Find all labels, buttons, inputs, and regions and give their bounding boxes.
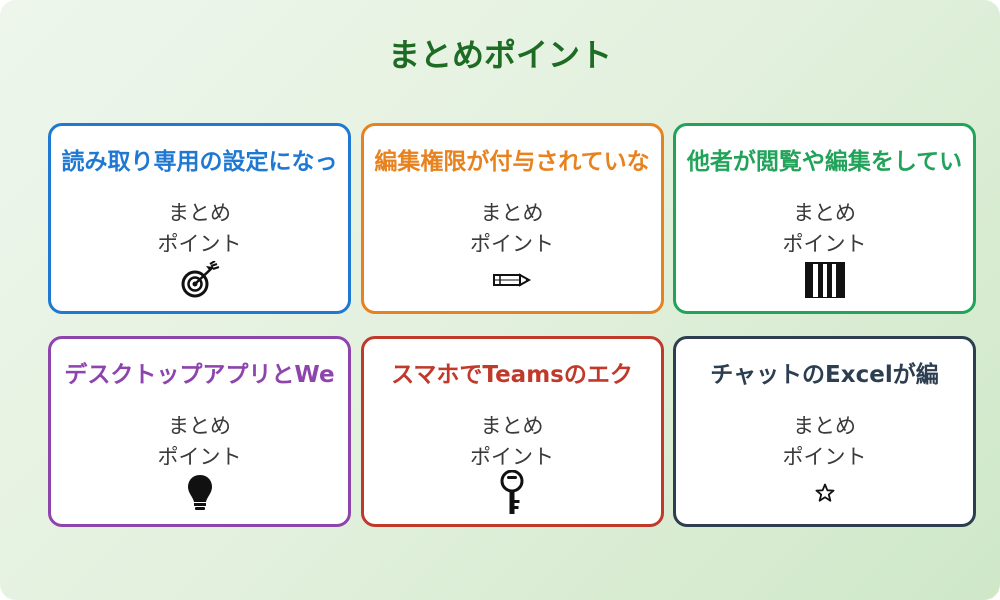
card-label-line2: ポイント	[470, 445, 554, 469]
pencil-icon	[364, 260, 661, 300]
summary-card-teams-mobile[interactable]: スマホでTeamsのエク まとめ ポイント	[360, 336, 664, 527]
card-label-line1: まとめ	[793, 201, 856, 225]
lightbulb-icon	[51, 473, 348, 513]
card-label: まとめ ポイント	[364, 198, 661, 260]
card-label: まとめ ポイント	[676, 198, 973, 260]
card-label-line2: ポイント	[470, 232, 554, 256]
star-icon	[676, 473, 973, 513]
page-title: まとめポイント	[387, 36, 612, 74]
summary-card-read-only[interactable]: 読み取り専用の設定になっ まとめ ポイント	[48, 123, 351, 314]
card-title: スマホでTeamsのエク	[391, 362, 633, 388]
card-title: 読み取り専用の設定になっ	[61, 149, 338, 175]
summary-card-no-edit-permission[interactable]: 編集権限が付与されていな まとめ ポイント	[360, 123, 664, 314]
card-label-line1: まとめ	[480, 414, 544, 438]
card-title: デスクトップアプリとWe	[64, 362, 335, 388]
card-label-line2: ポイント	[782, 445, 867, 469]
card-label-line2: ポイント	[157, 232, 242, 256]
card-title: 編集権限が付与されていな	[374, 149, 650, 175]
summary-card-others-editing[interactable]: 他者が閲覧や編集をしてい まとめ ポイント	[673, 123, 976, 314]
card-label-line1: まとめ	[480, 201, 544, 225]
card-label: まとめ ポイント	[676, 411, 973, 473]
card-label: まとめ ポイント	[51, 411, 348, 473]
card-label: まとめ ポイント	[51, 198, 348, 260]
card-title: 他者が閲覧や編集をしてい	[686, 149, 963, 175]
card-label-line1: まとめ	[168, 414, 231, 438]
key-icon	[364, 470, 661, 514]
card-label-line1: まとめ	[793, 414, 856, 438]
card-label-line1: まとめ	[168, 201, 231, 225]
summary-card-excel-in-chat[interactable]: チャットのExcelが編 まとめ ポイント	[673, 336, 976, 527]
card-label-line2: ポイント	[782, 232, 867, 256]
card-label-line2: ポイント	[157, 445, 242, 469]
summary-card-desktop-and-web[interactable]: デスクトップアプリとWe まとめ ポイント	[48, 336, 351, 527]
card-label: まとめ ポイント	[364, 411, 661, 473]
summary-card-grid: 読み取り専用の設定になっ まとめ ポイント 編集権限が付与されてい	[48, 123, 976, 528]
piano-keys-icon	[676, 260, 973, 300]
target-icon	[51, 260, 348, 300]
card-title: チャットのExcelが編	[710, 362, 939, 388]
